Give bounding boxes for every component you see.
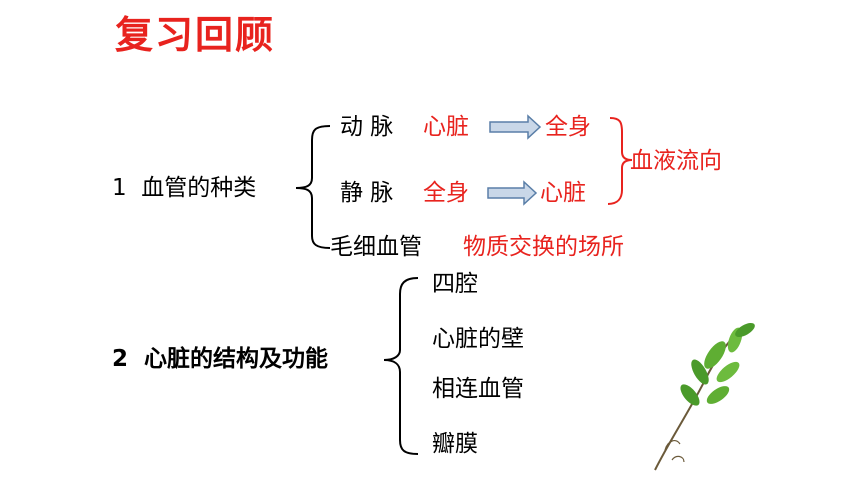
section1-label: 血管的种类 (141, 175, 257, 201)
page-title: 复习回顾 (115, 13, 276, 57)
capillary-function: 物质交换的场所 (463, 234, 624, 260)
vein-arrow-icon (487, 180, 538, 206)
heart-item-valves: 瓣膜 (432, 431, 478, 457)
heart-item-chambers: 四腔 (432, 271, 478, 297)
artery-from: 心脏 (423, 114, 469, 140)
artery-name: 动 脉 (340, 114, 394, 140)
artery-arrow-icon (489, 114, 542, 140)
vein-to: 心脏 (540, 180, 586, 206)
section2-heading: 2 心脏的结构及功能 (112, 345, 328, 373)
section2-number: 2 (112, 346, 129, 372)
vein-from: 全身 (423, 180, 469, 206)
flow-label: 血液流向 (630, 148, 722, 174)
vein-name: 静 脉 (340, 180, 394, 206)
artery-to: 全身 (545, 114, 591, 140)
section2-brace (383, 277, 419, 455)
heart-item-wall: 心脏的壁 (432, 326, 524, 352)
section1-number: 1 (112, 175, 127, 201)
section2-label: 心脏的结构及功能 (144, 346, 329, 372)
section1-heading: 1 血管的种类 (112, 174, 256, 202)
leaf-branch-icon (654, 323, 755, 471)
flow-brace (607, 117, 633, 205)
capillary-name: 毛细血管 (330, 234, 422, 260)
heart-item-vessels: 相连血管 (432, 376, 524, 402)
section1-brace (295, 125, 331, 249)
